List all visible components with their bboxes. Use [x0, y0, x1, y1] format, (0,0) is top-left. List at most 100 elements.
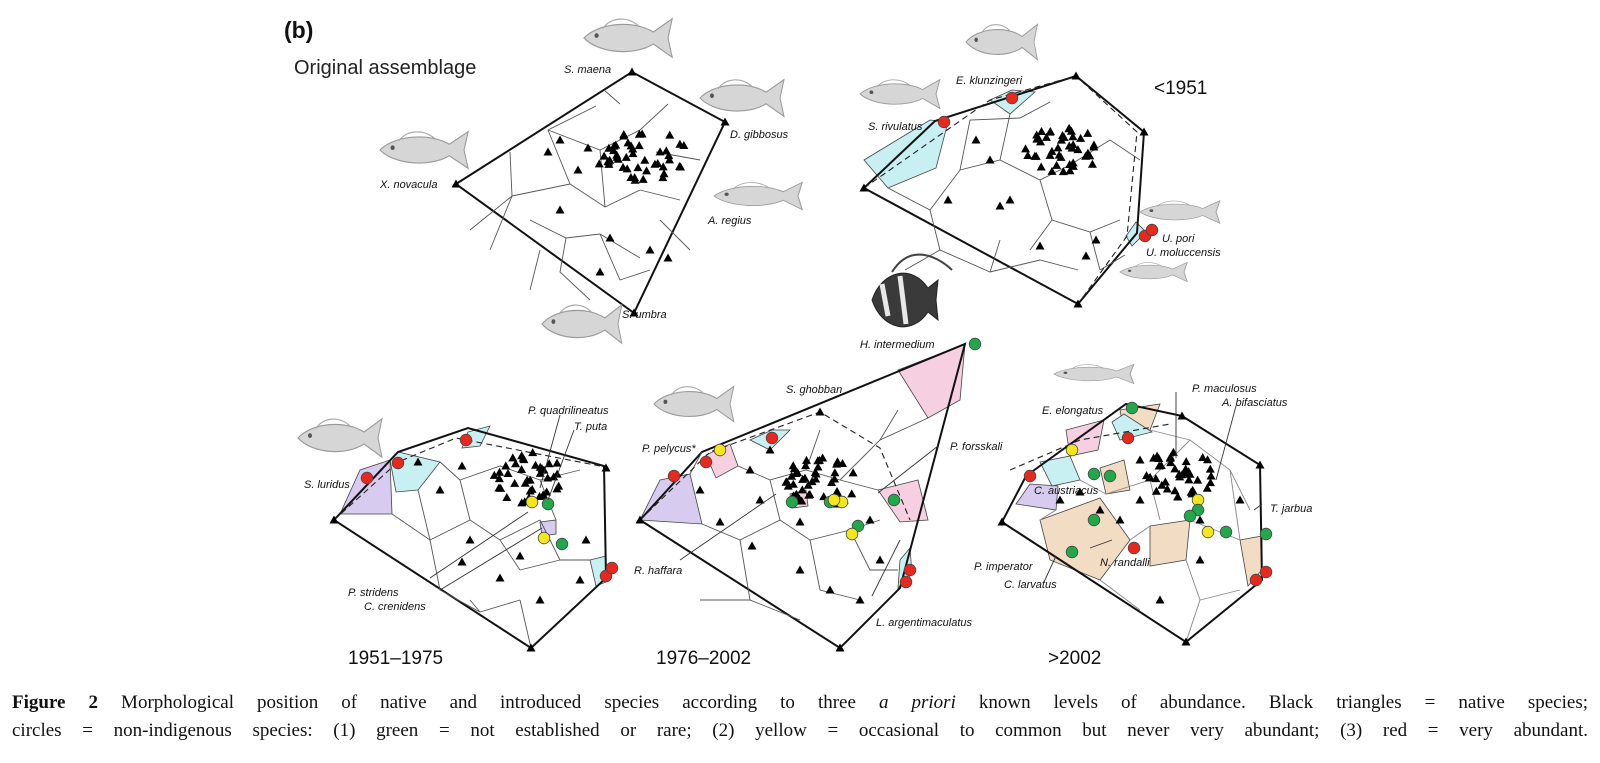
non-indigenous-circle-red [903, 563, 917, 577]
native-species-triangle [676, 162, 686, 171]
native-species-triangle [1203, 455, 1213, 464]
native-species-triangle [642, 166, 652, 175]
native-species-triangle [457, 461, 467, 470]
native-species-triangle [535, 595, 545, 604]
non-indigenous-circles [360, 91, 1273, 589]
native-species-triangle [1091, 235, 1101, 244]
native-species-triangle [1037, 127, 1047, 136]
fish-illustration-s-luridus [297, 418, 383, 458]
native-species-triangle [1053, 143, 1063, 152]
native-species-triangle [1058, 167, 1068, 176]
label-e-elongatus: E. elongatus [1042, 405, 1104, 417]
native-species-triangle [633, 163, 643, 172]
native-species-triangle [801, 461, 811, 470]
hull-original [454, 70, 727, 315]
native-species-triangle [1181, 457, 1191, 466]
native-species-triangle [1135, 455, 1145, 464]
native-species-triangle [555, 135, 565, 144]
native-species-triangle [1045, 127, 1055, 136]
label-r-haffara: R. haffara [634, 565, 682, 577]
native-species-triangle [634, 141, 644, 150]
native-species-triangle [800, 473, 810, 482]
native-species-triangle [1021, 144, 1031, 153]
native-species-triangle [747, 541, 757, 550]
fish-illustration-u-moluccensis [1119, 261, 1188, 283]
label-n-randalli: N. randalli [1100, 557, 1150, 569]
non-indigenous-circle-green [1125, 401, 1139, 415]
non-indigenous-circle-red [1259, 565, 1273, 579]
non-indigenous-circle-red [667, 469, 681, 483]
native-species-triangle [805, 489, 815, 498]
native-species-triangle [807, 477, 817, 486]
native-species-triangle [519, 455, 529, 464]
native-species-triangle [788, 461, 798, 470]
native-triangles-original [451, 67, 730, 317]
native-species-triangle [655, 147, 665, 156]
non-indigenous-circle-red [937, 115, 951, 129]
non-indigenous-circle-red [605, 561, 619, 575]
non-indigenous-circle-green [1259, 527, 1273, 541]
label-t-puta: T. puta [574, 421, 607, 433]
non-indigenous-circle-red [1127, 541, 1141, 555]
native-species-triangle [515, 551, 525, 560]
native-species-triangle [457, 557, 467, 566]
period-label-2002: >2002 [1048, 648, 1101, 669]
caption-line1-a: Morphological position of native and int… [98, 692, 879, 713]
non-indigenous-circle-green [1103, 469, 1117, 483]
non-indigenous-circle-red [1023, 469, 1037, 483]
native-species-triangle [1145, 472, 1155, 481]
native-species-triangle [855, 595, 865, 604]
native-species-triangle [612, 152, 622, 161]
non-indigenous-circle-yellow [525, 495, 539, 509]
native-species-triangle [971, 135, 981, 144]
native-species-triangle [658, 162, 668, 171]
native-species-triangle [1023, 150, 1033, 159]
native-species-triangle [489, 470, 499, 479]
hull-original-outline [454, 70, 727, 315]
native-species-triangle [791, 468, 801, 477]
label-s-luridus: S. luridus [304, 479, 350, 491]
native-species-triangle [1073, 145, 1083, 154]
native-species-triangle [1205, 464, 1215, 473]
label-s-maena: S. maena [564, 64, 611, 76]
native-species-triangle [1235, 495, 1245, 504]
native-species-triangle [1195, 515, 1205, 524]
tan-region-2002-b [1149, 519, 1191, 567]
non-indigenous-circle-green [555, 537, 569, 551]
native-species-triangle [526, 643, 536, 652]
native-species-triangle [1041, 132, 1051, 141]
native-species-triangle [1055, 495, 1065, 504]
native-species-triangle [495, 573, 505, 582]
native-species-triangle [859, 183, 869, 192]
native-species-triangle [1064, 123, 1074, 132]
native-species-triangle [665, 130, 675, 139]
fish-illustration-s-maena [583, 18, 673, 58]
native-species-triangle [329, 515, 339, 524]
hull-2002-outline [1000, 402, 1264, 644]
native-species-triangle [622, 164, 632, 173]
native-species-triangle [621, 152, 631, 161]
figure-2-panel-b: (b) Original assemblage [284, 17, 1312, 669]
label-u-moluccensis: U. moluccensis [1146, 247, 1221, 259]
period-label-1976-2002: 1976–2002 [656, 648, 751, 669]
native-species-triangle [575, 575, 585, 584]
non-indigenous-circle-green [1219, 525, 1233, 539]
hull-1951 [862, 74, 1147, 306]
native-species-triangle [1184, 467, 1194, 476]
native-species-triangle [875, 555, 885, 564]
hull-2002 [1000, 402, 1264, 644]
previous-hull-dashed-1951 [863, 75, 1138, 305]
native-species-triangle [1045, 150, 1055, 159]
leader-lines [429, 392, 1263, 597]
native-species-triangle [451, 179, 461, 188]
non-indigenous-circle-green [1183, 509, 1197, 523]
native-species-triangle [638, 174, 648, 183]
native-species-triangle [1135, 495, 1145, 504]
native-triangles-1951-1975 [329, 448, 611, 652]
native-species-triangle [611, 140, 621, 149]
native-species-triangle [791, 489, 801, 498]
native-species-triangle [543, 473, 553, 482]
non-indigenous-circle-red [1249, 573, 1263, 587]
non-indigenous-circle-red [360, 471, 374, 485]
fish-illustration-e-elongatus [1053, 363, 1135, 385]
